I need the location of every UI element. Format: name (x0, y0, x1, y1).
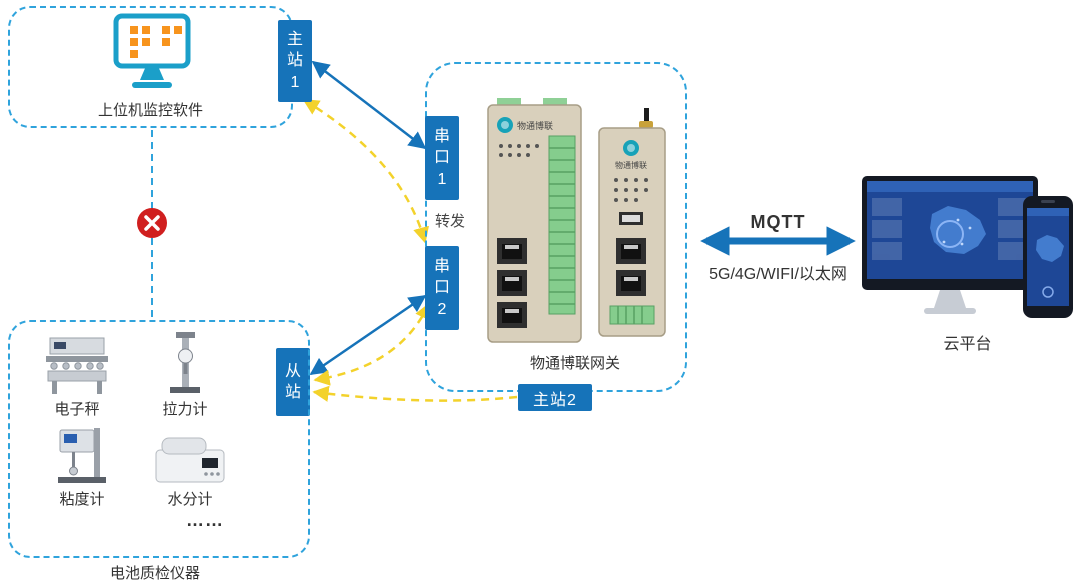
moisture-meter-label: 水分计 (167, 491, 213, 508)
forward-label: 转发 (434, 213, 465, 230)
scale-instrument-icon (46, 337, 108, 394)
slave-tag: 从站 (276, 348, 310, 416)
tension-meter-label: 拉力计 (162, 401, 208, 418)
gateway-caption: 物通博联网关 (529, 355, 620, 372)
mqtt-protocol-label: MQTT (750, 212, 806, 232)
more-instruments-label: …… (186, 510, 224, 530)
gateway-brand-right: 物通博联 (615, 160, 647, 170)
serial2-label: 串口2 (433, 258, 450, 318)
blocked-icon (137, 208, 167, 238)
master1-serial2-dashed-arrow (302, 98, 429, 244)
serial1-label: 串口1 (433, 128, 450, 188)
cloud-caption: 云平台 (943, 336, 992, 353)
serial1-tag: 串口1 (425, 116, 459, 200)
serial2-slave-dashed-arrow (313, 302, 431, 386)
cloud-phone (1023, 196, 1073, 318)
viscometer-label: 粘度计 (59, 491, 105, 508)
ethernet-ports-left (497, 238, 527, 328)
monitor-software-icon (113, 13, 191, 88)
slave-label: 从站 (284, 362, 301, 401)
gateway-device-right: 物通博联 (598, 108, 666, 337)
gateway-device-left: 物通博联 (487, 98, 582, 343)
master1-tag: 主站1 (278, 20, 312, 102)
instruments-box: 电子秤 拉力计 粘度计 水分计 …… (8, 320, 310, 558)
master1-serial1-arrow (311, 60, 427, 150)
master1-label: 主站1 (286, 31, 303, 91)
master2-label: 主站2 (533, 391, 577, 409)
cloud-dashboard-monitor (862, 176, 1038, 314)
viscometer-icon (58, 428, 106, 483)
instruments-caption: 电池质检仪器 (109, 565, 200, 582)
moisture-meter-icon (155, 437, 225, 483)
serial2-tag: 串口2 (425, 246, 459, 330)
host-software-label: 上位机监控软件 (97, 102, 203, 119)
antenna-icon (644, 108, 649, 124)
ethernet-ports-right (616, 238, 646, 296)
gateway-brand-left: 物通博联 (517, 120, 553, 131)
master2-tag: 主站2 (518, 384, 592, 411)
master2-slave-dashed-arrow (312, 385, 518, 402)
link-channels-label: 5G/4G/WIFI/以太网 (709, 266, 847, 283)
tension-meter-icon (170, 332, 200, 393)
slave-serial2-arrow (309, 294, 427, 376)
scale-label: 电子秤 (54, 401, 100, 418)
host-software-box: 上位机监控软件 (8, 6, 293, 128)
